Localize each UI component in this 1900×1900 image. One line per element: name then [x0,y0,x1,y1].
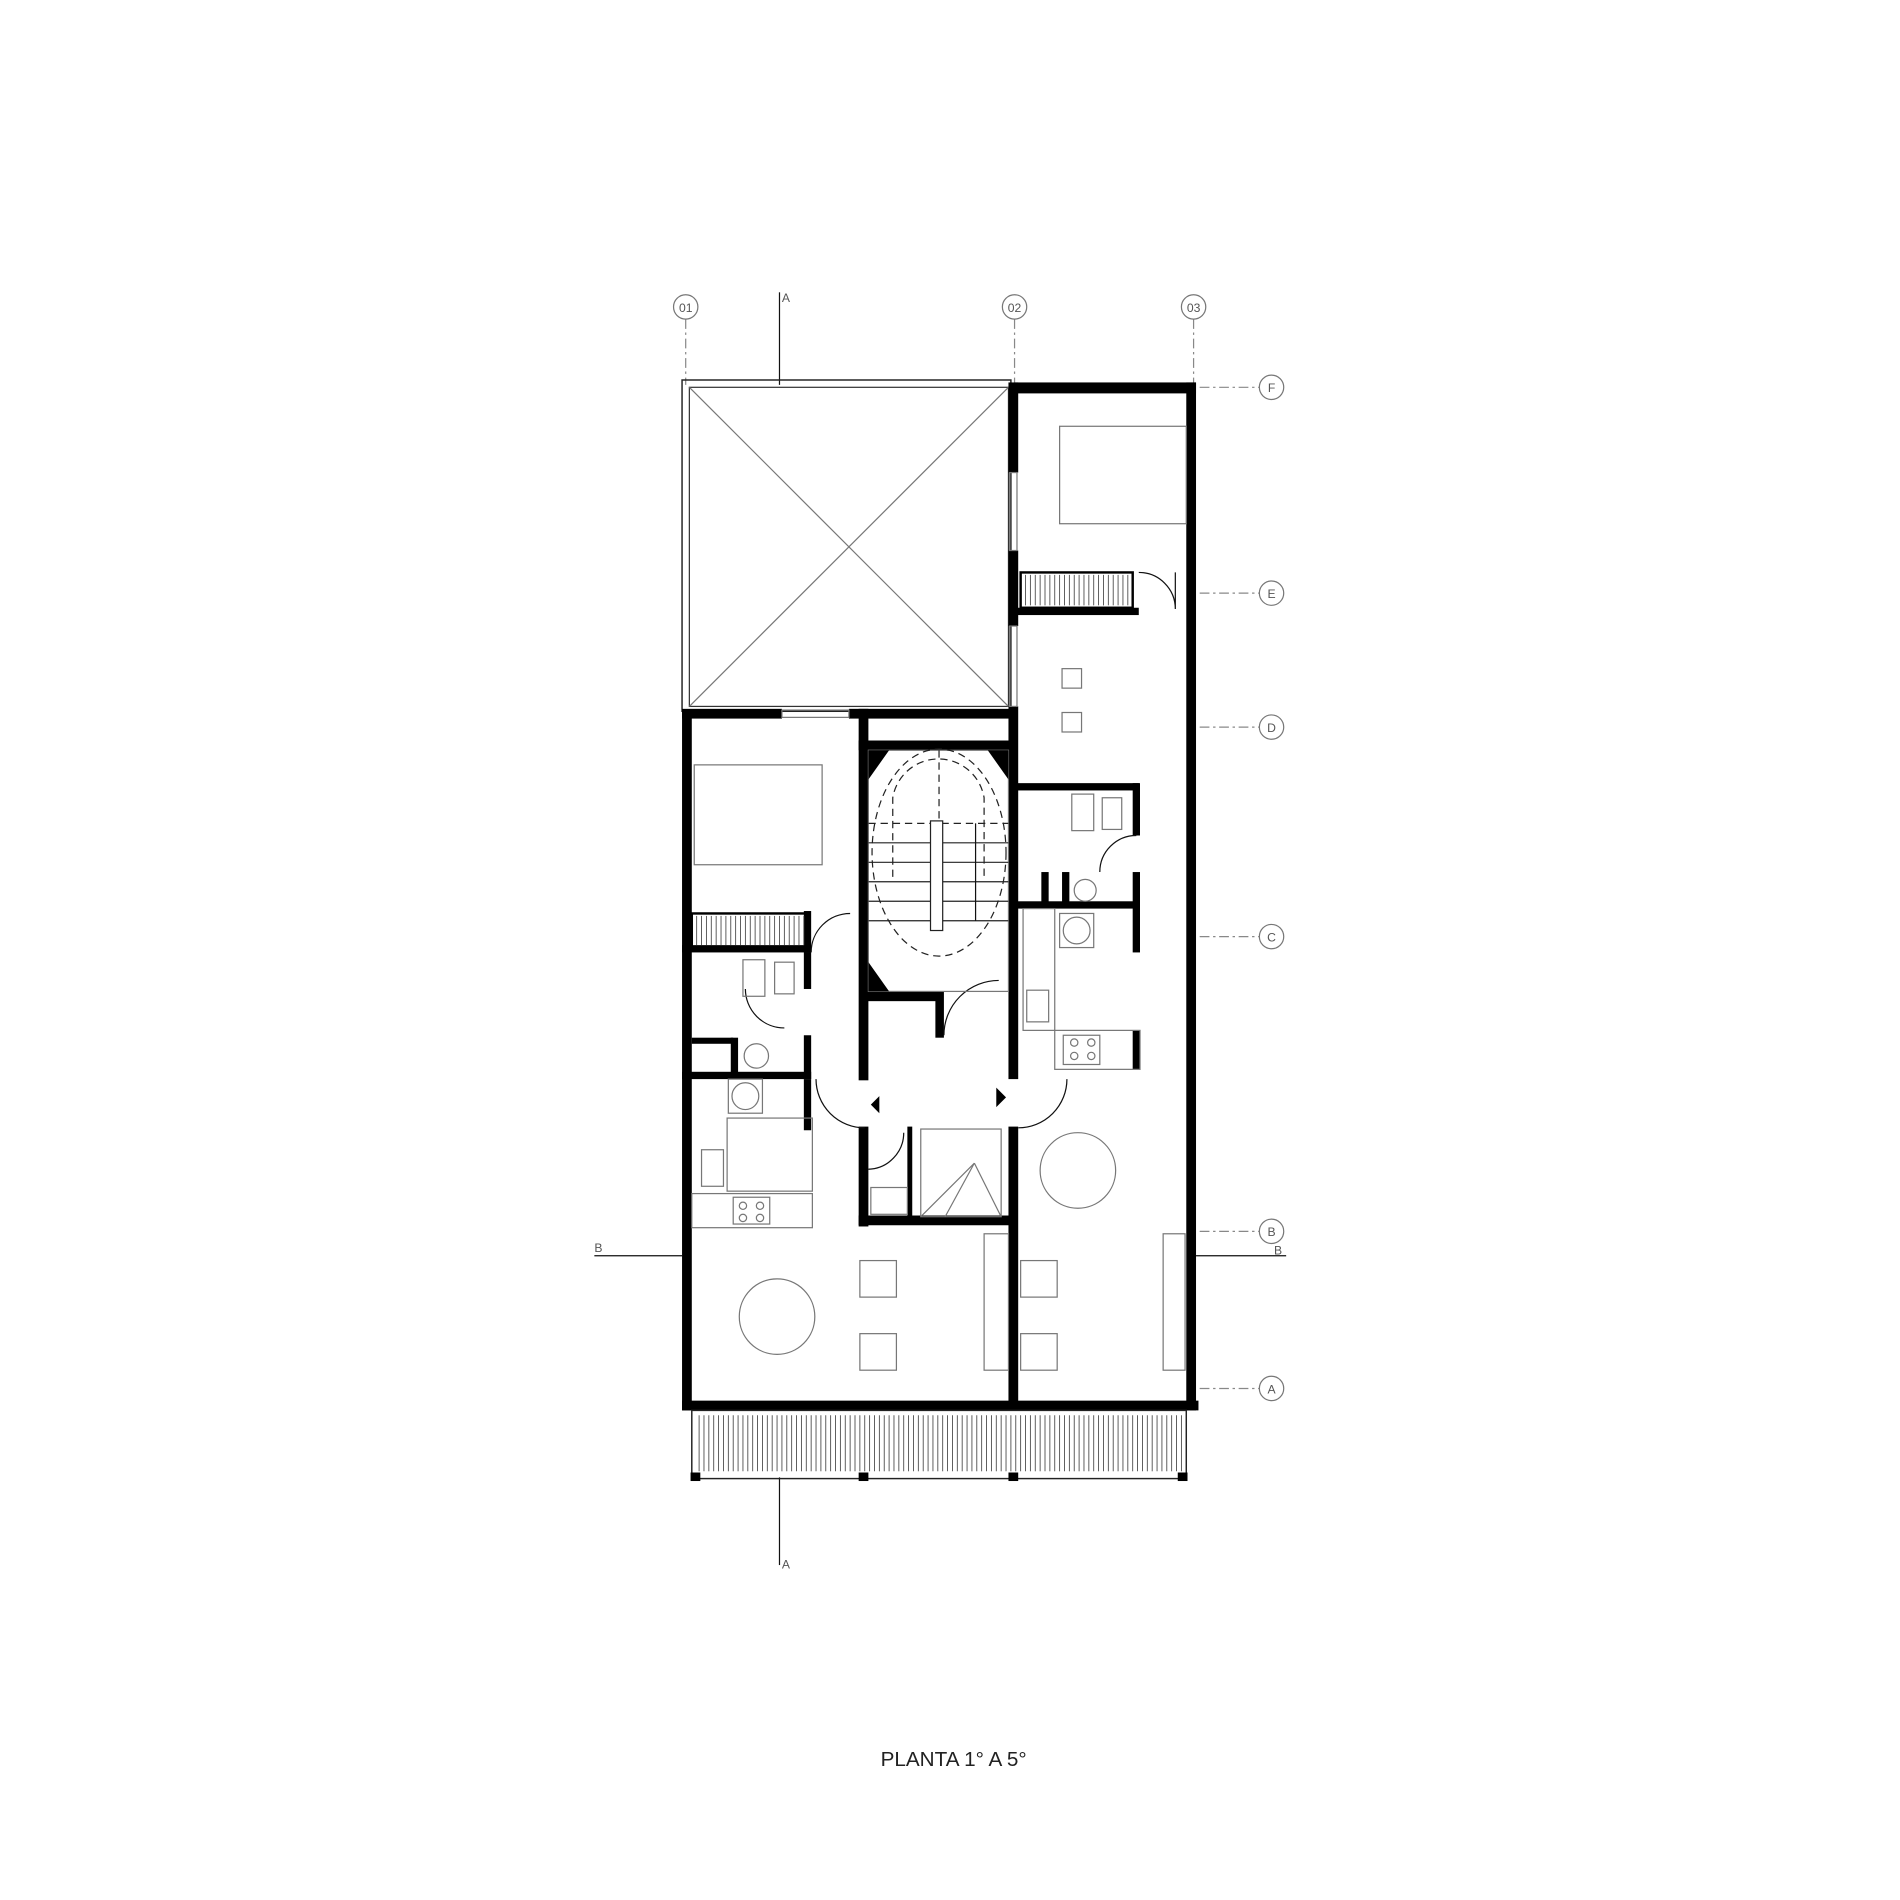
doors [744,571,1176,1170]
svg-text:A: A [1267,1382,1276,1396]
dining-table [1039,1132,1117,1209]
grid-bubble-E: E [1258,580,1285,606]
svg-text:A: A [782,1558,791,1572]
svg-text:C: C [1267,930,1276,944]
grid-bubble-D: D [1258,714,1285,740]
closet-hatch [1019,571,1134,609]
bed [1059,425,1187,525]
section-mark-a-top: A [778,291,791,385]
svg-text:02: 02 [1008,301,1022,315]
grid-bubble-C: C [1258,923,1285,950]
walls [682,382,1199,1411]
drawing-title: PLANTA 1° A 5° [881,1748,1027,1771]
staircase [867,748,1010,993]
closet-hatch [690,912,808,949]
light-well-void [681,379,1012,713]
section-mark-b-left: B [594,1241,683,1257]
svg-text:F: F [1268,381,1275,395]
section-mark-a-bottom: A [778,1477,791,1572]
grid-bubble-F: F [1258,374,1285,401]
svg-text:B: B [1274,1243,1282,1257]
bed [693,764,823,866]
entry-arrow-left-icon [870,1096,880,1114]
svg-text:01: 01 [679,301,693,315]
section-mark-b-right: B [1196,1243,1287,1257]
entry-arrow-right-icon [996,1087,1007,1108]
sofa [1162,1233,1186,1371]
grid-bubble-A: A [1258,1375,1285,1402]
dining-table [738,1278,816,1355]
furniture [691,425,1187,1371]
svg-text:03: 03 [1187,301,1201,315]
svg-text:D: D [1267,721,1276,735]
elevator [870,1128,1002,1218]
grid-axes [685,319,1260,1390]
svg-text:B: B [1267,1225,1275,1239]
grid-bubble-B: B [1258,1218,1285,1245]
svg-text:B: B [594,1241,602,1255]
grid-bubble-01: 01 [672,294,699,320]
svg-text:E: E [1267,587,1275,601]
grid-bubble-03: 03 [1180,294,1207,320]
windows [781,471,1018,718]
balcony [690,1409,1188,1482]
sofa [983,1233,1010,1371]
grid-bubble-02: 02 [1001,294,1028,320]
svg-text:A: A [782,291,791,305]
